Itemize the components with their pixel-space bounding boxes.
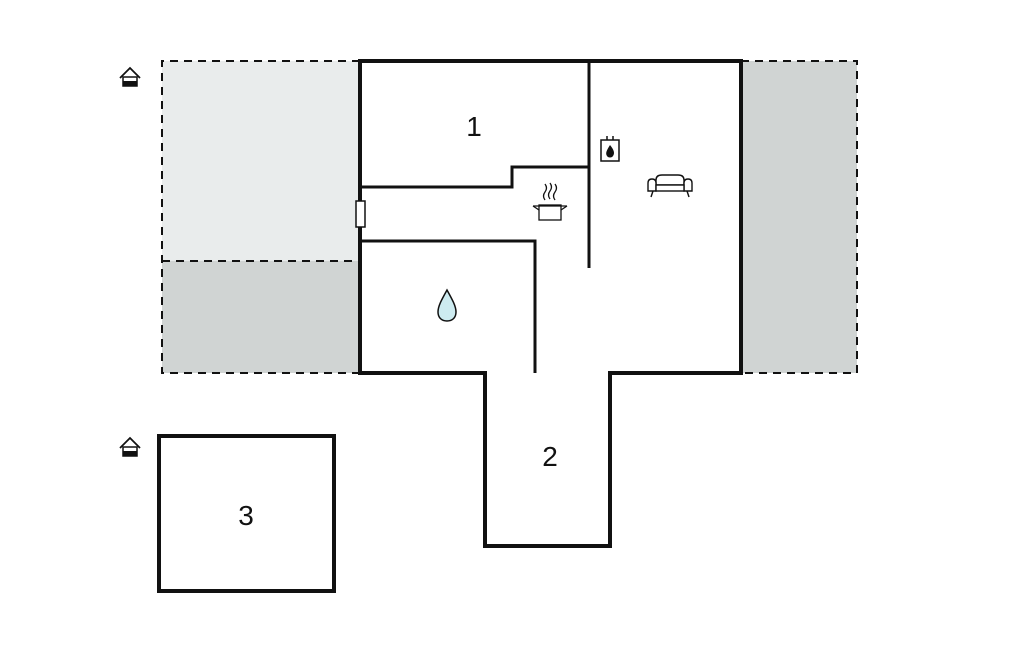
terrace-right <box>741 61 857 373</box>
house-level-icon-outbuilding <box>119 436 141 457</box>
interior-walls <box>360 61 591 373</box>
main-building-walls <box>358 59 743 548</box>
terrace-left-lower <box>162 261 360 373</box>
water-drop-icon <box>437 288 457 322</box>
house-level-icon <box>119 66 141 87</box>
cooking-pot-icon <box>532 182 568 221</box>
room-label-3: 3 <box>238 500 254 531</box>
door-marker <box>355 200 366 228</box>
sofa-icon <box>647 174 693 198</box>
outbuilding-walls <box>157 434 336 593</box>
fireplace-icon <box>600 136 620 162</box>
terrace-dashed-outline <box>161 60 858 374</box>
terrace-left-upper <box>162 61 360 261</box>
room-label-1: 1 <box>466 111 482 142</box>
room-label-2: 2 <box>542 441 558 472</box>
